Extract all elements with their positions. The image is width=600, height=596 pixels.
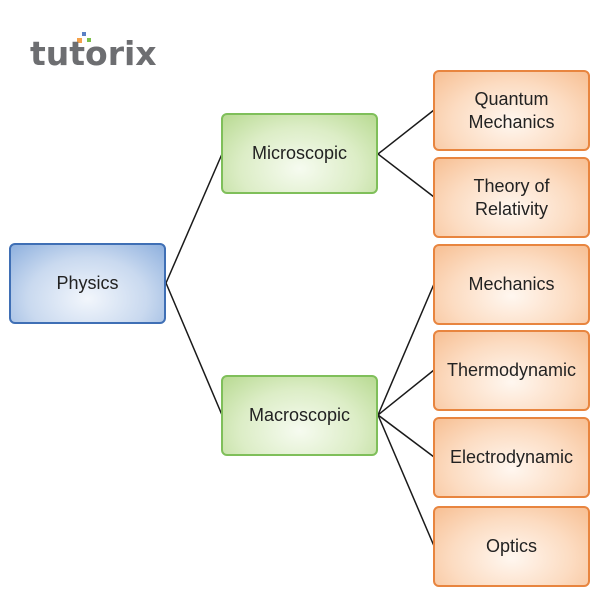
node-thermodynamic: Thermodynamic [433, 330, 590, 411]
node-label: Physics [56, 273, 119, 293]
node-label: Electrodynamic [449, 447, 574, 467]
node-label: Theory of Relativity [473, 175, 550, 219]
connector-macroscopic-optics [377, 414, 435, 547]
connector-physics-microscopic [165, 153, 223, 284]
node-label: Macroscopic [248, 405, 351, 425]
node-theory-of-relativity: Theory of Relativity [433, 157, 590, 238]
logo-dot-orange [77, 38, 82, 43]
node-quantum-mechanics: Quantum Mechanics [433, 70, 590, 151]
connector-macroscopic-mechanics [377, 283, 435, 416]
connector-microscopic-quantum [377, 109, 435, 155]
tutorix-logo: tutorix [30, 30, 170, 75]
connector-microscopic-relativity [377, 153, 435, 198]
node-label: Thermodynamic [446, 360, 577, 380]
connector-physics-macroscopic [165, 282, 223, 416]
node-label: Mechanics [468, 274, 555, 294]
node-label: Optics [485, 536, 537, 556]
node-mechanics: Mechanics [433, 244, 590, 325]
node-macroscopic: Macroscopic [221, 375, 378, 456]
node-optics: Optics [433, 506, 590, 587]
node-label: Quantum Mechanics [468, 88, 555, 132]
node-microscopic: Microscopic [221, 113, 378, 194]
logo-dot-green [87, 38, 91, 42]
node-label: Microscopic [251, 143, 348, 163]
node-electrodynamic: Electrodynamic [433, 417, 590, 498]
connector-macroscopic-thermodynamic [377, 369, 435, 416]
connector-macroscopic-electrodynamic [377, 414, 435, 458]
node-physics: Physics [9, 243, 166, 324]
logo-dot-blue [82, 32, 86, 36]
logo-text: tutorix [30, 34, 157, 73]
